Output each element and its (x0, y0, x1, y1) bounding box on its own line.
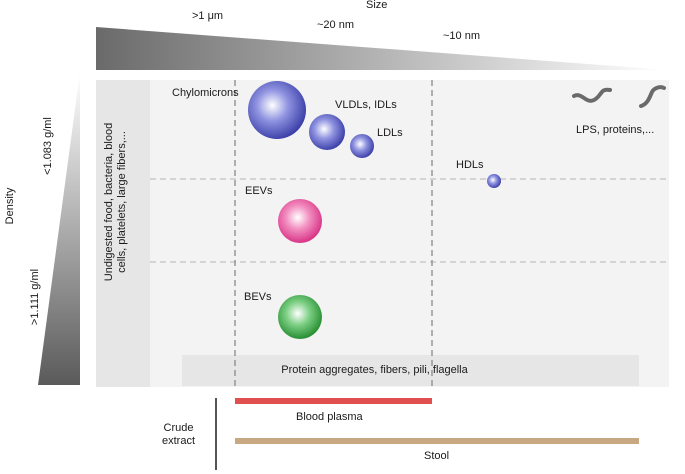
chylomicrons-label: Chylomicrons (172, 87, 239, 99)
bev-particle (278, 295, 322, 339)
lps-label: LPS, proteins,... (576, 124, 655, 136)
eev-particle (278, 199, 322, 243)
chylomicron-particle (248, 81, 306, 139)
hdl-label: HDLs (456, 159, 484, 171)
density-tick-low: <1.083 g/ml (42, 117, 54, 175)
size-tick-medium: ~20 nm (317, 19, 354, 31)
crude-extract-title: Crude extract (162, 422, 195, 448)
bottom-band-label: Protein aggregates, fibers, pili, flagel… (281, 364, 468, 376)
vldl-idl-label: VLDLs, IDLs (335, 99, 397, 111)
crude-extract-line2: extract (162, 435, 196, 447)
ldl-particle (350, 134, 374, 158)
density-axis-title: Density (4, 187, 16, 225)
hdl-particle (487, 174, 501, 188)
protein-squiggle-icon (639, 85, 666, 108)
main-panel (96, 80, 669, 387)
eev-label: EEVs (245, 185, 273, 197)
blood-plasma-bar (235, 398, 432, 404)
left-band-label: Undigested food, bacteria, blood cells, … (103, 122, 128, 282)
bev-label: BEVs (244, 291, 272, 303)
size-tick-small: ~10 nm (443, 30, 480, 42)
blood-plasma-label: Blood plasma (296, 411, 363, 423)
stool-bar (235, 438, 639, 444)
stool-label: Stool (424, 450, 450, 462)
size-axis-title: Size (366, 0, 388, 11)
bottom-band (182, 355, 639, 386)
density-gradient-wedge (38, 72, 80, 385)
size-tick-large: >1 μm (192, 10, 224, 22)
left-band (96, 80, 150, 387)
lps-squiggle-icon (572, 87, 612, 103)
size-gradient-wedge (96, 27, 668, 70)
vldl-idl-particle (309, 114, 345, 150)
ldl-label: LDLs (377, 127, 403, 139)
density-tick-high: >1.111 g/ml (29, 268, 41, 326)
crude-extract-line1: Crude (163, 422, 194, 434)
